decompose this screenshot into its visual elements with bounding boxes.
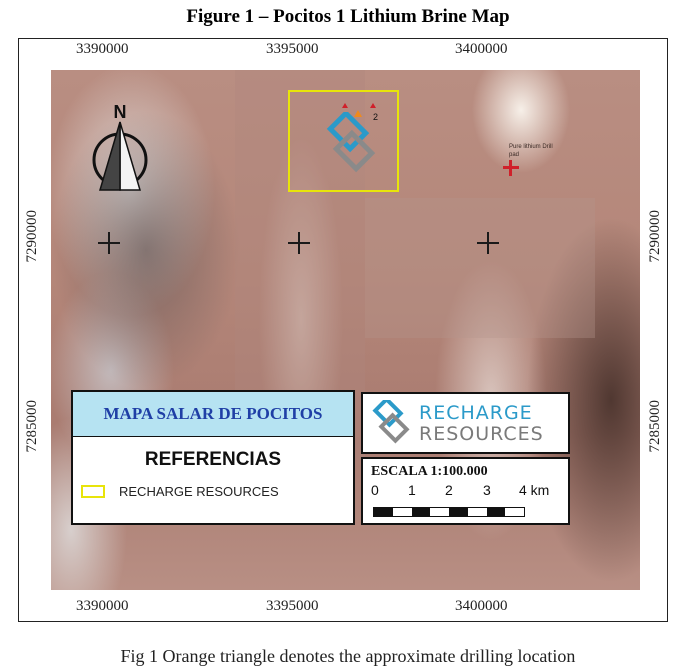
brand-name-line2: RESOURCES	[419, 423, 544, 445]
scale-tick-label: 0	[371, 482, 379, 498]
scale-panel: ESCALA 1:100.000 0 1 2 3 4 km	[361, 457, 570, 525]
grid-crosshair	[288, 232, 310, 254]
claim-boundary[interactable]	[288, 90, 399, 192]
svg-text:2: 2	[373, 112, 378, 122]
drill-triangle-icon	[354, 110, 362, 117]
northing-label-right: 7290000	[647, 210, 663, 263]
scale-bar	[373, 507, 525, 517]
easting-label-top: 3400000	[455, 41, 508, 57]
northing-label-right: 7285000	[647, 400, 663, 453]
drill-pad-marker-icon[interactable]	[503, 160, 519, 176]
imagery-tile	[365, 198, 595, 338]
recharge-logo-icon	[326, 112, 376, 173]
easting-label-top: 3395000	[266, 41, 319, 57]
legend-item-label: RECHARGE RESOURCES	[119, 484, 279, 499]
recharge-resources-logo-icon	[372, 400, 410, 444]
scale-tick-label: 4 km	[519, 482, 550, 498]
grid-crosshair	[98, 232, 120, 254]
brand-logo-panel: RECHARGE RESOURCES	[361, 392, 570, 454]
legend-item: RECHARGE RESOURCES	[81, 484, 279, 499]
easting-label-bottom: 3395000	[266, 598, 319, 614]
easting-label-bottom: 3400000	[455, 598, 508, 614]
figure-caption: Fig 1 Orange triangle denotes the approx…	[120, 646, 576, 666]
north-arrow-icon: N	[92, 102, 148, 191]
north-label: N	[114, 102, 127, 122]
scale-tick-label: 2	[445, 482, 453, 498]
drill-location-markers: 2	[342, 103, 378, 122]
map-legend: MAPA SALAR DE POCITOS REFERENCIAS RECHAR…	[71, 390, 355, 525]
figure-title: Figure 1 – Pocitos 1 Lithium Brine Map	[186, 6, 510, 27]
scale-tick-label: 3	[483, 482, 491, 498]
easting-label-top: 3390000	[76, 41, 129, 57]
northing-label-left: 7290000	[24, 210, 40, 263]
easting-label-bottom: 3390000	[76, 598, 129, 614]
legend-title: MAPA SALAR DE POCITOS	[73, 392, 353, 437]
references-heading: REFERENCIAS	[144, 449, 282, 470]
scale-tick-label: 1	[408, 482, 416, 498]
scale-title: ESCALA 1:100.000	[371, 464, 488, 479]
northing-label-left: 7285000	[24, 400, 40, 453]
grid-crosshair	[477, 232, 499, 254]
legend-swatch-icon	[81, 485, 105, 498]
drill-pad-label: Pure lithium Drill pad	[509, 144, 553, 158]
brand-name-line1: RECHARGE	[419, 402, 533, 424]
